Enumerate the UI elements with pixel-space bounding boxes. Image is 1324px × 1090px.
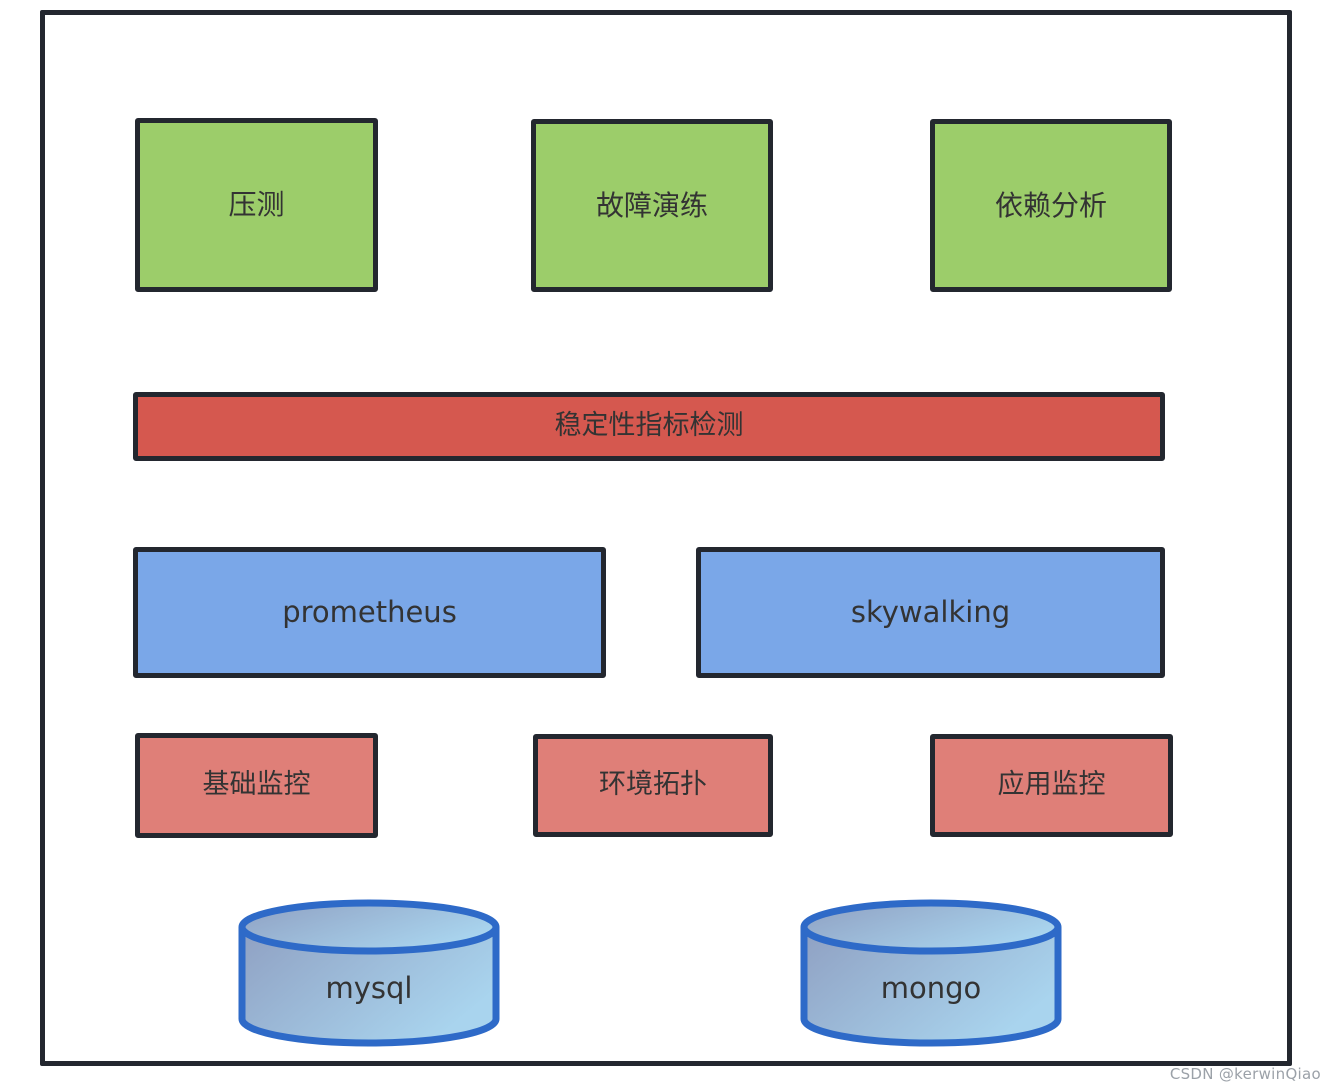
- box-label: prometheus: [282, 595, 457, 630]
- cylinder-icon: [238, 899, 500, 1047]
- box-skywalking: skywalking: [696, 547, 1165, 678]
- box-basic-monitoring: 基础监控: [135, 733, 378, 838]
- box-prometheus: prometheus: [133, 547, 606, 678]
- database-cylinder-mongo: mongo: [800, 899, 1062, 1047]
- database-label: mysql: [325, 971, 413, 1005]
- box-fault-drill: 故障演练: [531, 119, 773, 292]
- box-label: 基础监控: [202, 769, 311, 801]
- box-label: 应用监控: [997, 769, 1106, 801]
- bar-stability-metrics: 稳定性指标检测: [133, 392, 1165, 461]
- box-dependency-analysis: 依赖分析: [930, 119, 1172, 292]
- box-load-testing: 压测: [135, 118, 378, 292]
- database-label: mongo: [880, 971, 982, 1005]
- cylinder-icon: [800, 899, 1062, 1047]
- box-label: 依赖分析: [994, 188, 1107, 222]
- box-label: skywalking: [850, 595, 1011, 630]
- box-application-monitoring: 应用监控: [930, 734, 1173, 837]
- bar-label: 稳定性指标检测: [554, 410, 744, 442]
- box-label: 压测: [228, 188, 285, 222]
- database-cylinder-mysql: mysql: [238, 899, 500, 1047]
- box-label: 故障演练: [595, 188, 708, 222]
- watermark-text: CSDN @kerwinQiao: [1169, 1065, 1321, 1083]
- box-label: 环境拓扑: [599, 769, 707, 801]
- box-environment-topology: 环境拓扑: [533, 734, 773, 837]
